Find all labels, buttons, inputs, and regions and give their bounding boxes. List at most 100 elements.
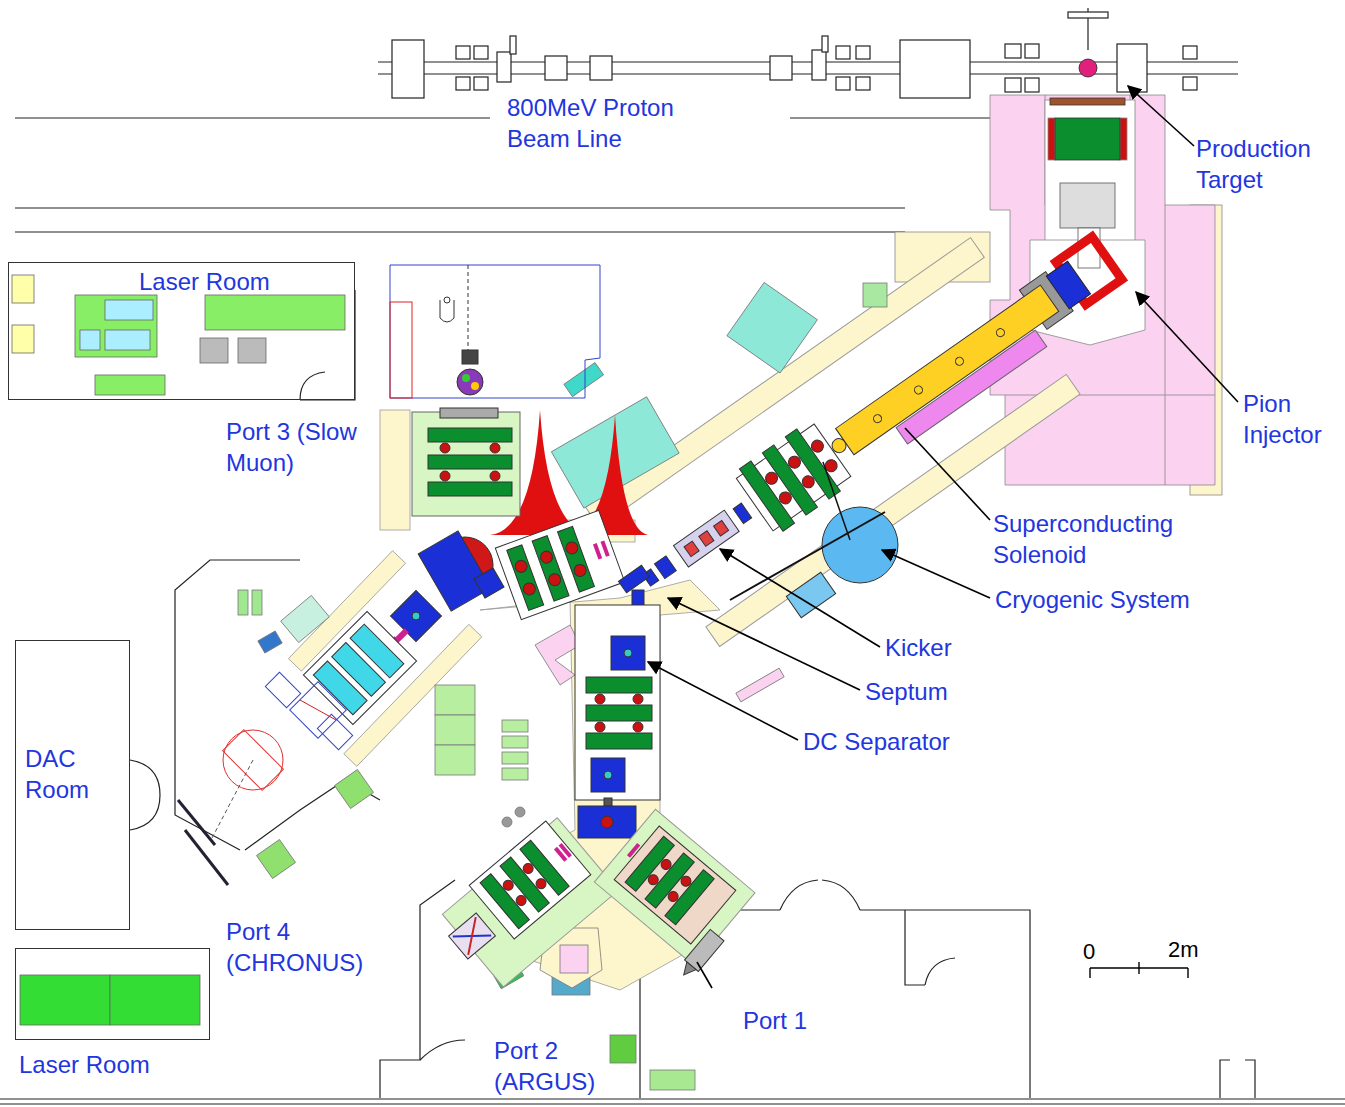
floor-area — [268, 410, 720, 990]
port-3-line — [390, 265, 600, 516]
building-wall — [925, 958, 955, 985]
port-3-line — [428, 482, 512, 496]
port-2-line — [534, 877, 548, 891]
target-shielding — [1120, 118, 1127, 160]
laser-room-equipment — [110, 975, 200, 1025]
proton-beam-line — [1117, 44, 1147, 92]
port-3-line — [490, 443, 500, 453]
proton-beam-line — [836, 77, 850, 90]
laser-room-equipment — [80, 330, 100, 350]
part-label: DC Separator — [803, 726, 950, 757]
room-name: Laser Room — [139, 266, 344, 297]
port-3-line — [412, 412, 520, 516]
central-line — [595, 694, 605, 704]
port-4-line — [212, 760, 253, 838]
building-wall — [178, 800, 215, 845]
scale-bar — [1138, 962, 1139, 974]
leader-line — [720, 549, 880, 647]
scale-value: 2m — [1168, 934, 1199, 965]
upper-branch — [495, 510, 624, 619]
proton-beam-line — [474, 77, 488, 90]
equipment-block — [535, 625, 580, 685]
upper-branch — [495, 510, 624, 619]
building-wall — [300, 372, 325, 400]
upper-branch — [593, 543, 602, 559]
building-wall — [0, 118, 1345, 1104]
port-1-line — [679, 962, 696, 979]
equipment-block — [281, 595, 330, 642]
port-3-line — [462, 374, 470, 382]
proton-beam-line — [378, 8, 1238, 98]
part-label: Pion Injector — [1243, 388, 1338, 450]
equipment-block — [252, 590, 262, 615]
proton-beam-line — [812, 50, 826, 80]
building-wall — [860, 910, 1030, 1098]
port-4-line — [265, 672, 300, 707]
cryogenic-system — [730, 512, 885, 600]
transport-channel — [733, 503, 752, 523]
port-3-line — [468, 265, 469, 360]
laser-room-equipment — [12, 325, 34, 353]
building-wall — [905, 910, 925, 985]
transport-channel — [699, 531, 714, 547]
port-2-line — [453, 917, 491, 955]
laser-room-equipment — [95, 375, 165, 395]
central-line — [633, 722, 643, 732]
proton-beam-line — [510, 36, 516, 54]
equipment-block — [863, 283, 887, 307]
laser-room-equipment — [12, 275, 345, 1025]
target-shielding — [1050, 98, 1125, 105]
equipment-block — [502, 752, 528, 764]
upper-branch — [513, 559, 528, 574]
building-wall — [15, 117, 490, 118]
proton-beam-line — [1183, 77, 1197, 90]
leader-line — [668, 598, 860, 690]
proton-beam-line — [856, 77, 870, 90]
port-1-line — [594, 809, 755, 965]
central-line — [591, 758, 625, 792]
equipment-block — [502, 736, 528, 748]
port-label: Port 4 (CHRONUS) — [226, 916, 401, 978]
equipment-block — [515, 807, 525, 817]
proton-beam-line — [474, 46, 488, 59]
port-4-line — [350, 624, 404, 678]
central-line — [611, 636, 645, 670]
room-name: Laser Room — [19, 1049, 209, 1080]
port-label: Port 1 — [743, 1005, 807, 1036]
leader-line — [905, 428, 990, 520]
equipment-block — [435, 685, 475, 715]
leader-line — [1128, 86, 1194, 146]
floor-area — [380, 410, 410, 530]
laser-room-equipment — [200, 338, 228, 363]
proton-beam-line — [1025, 78, 1039, 92]
port-3-line — [490, 471, 500, 481]
port-1-line — [677, 929, 724, 980]
building-wall — [1245, 1060, 1255, 1098]
port-4-line — [185, 830, 228, 885]
scale-bar — [1187, 968, 1188, 978]
building-wall — [15, 207, 905, 208]
port-3-line — [440, 408, 498, 418]
laser-room-equipment — [238, 338, 266, 363]
equipment-block — [650, 1070, 695, 1090]
equipment-block — [238, 590, 248, 615]
part-label: Septum — [865, 676, 948, 707]
transport-channel — [913, 384, 924, 395]
central-line — [624, 649, 632, 657]
central-line — [578, 806, 636, 838]
proton-beam-line — [1025, 44, 1039, 58]
transport-channel — [1046, 261, 1090, 309]
port-2-line — [469, 821, 591, 939]
equipment-block — [727, 282, 818, 373]
port-1-line — [665, 870, 714, 925]
room-outline: Laser Room — [8, 262, 355, 400]
upper-branch — [547, 572, 562, 587]
central-line — [604, 798, 612, 806]
proton-beam-line — [1005, 78, 1021, 92]
central-line — [595, 722, 605, 732]
transport-channel — [714, 520, 729, 536]
port-3-line — [428, 455, 512, 469]
proton-beam-line — [836, 46, 850, 59]
building-wall — [15, 231, 905, 232]
